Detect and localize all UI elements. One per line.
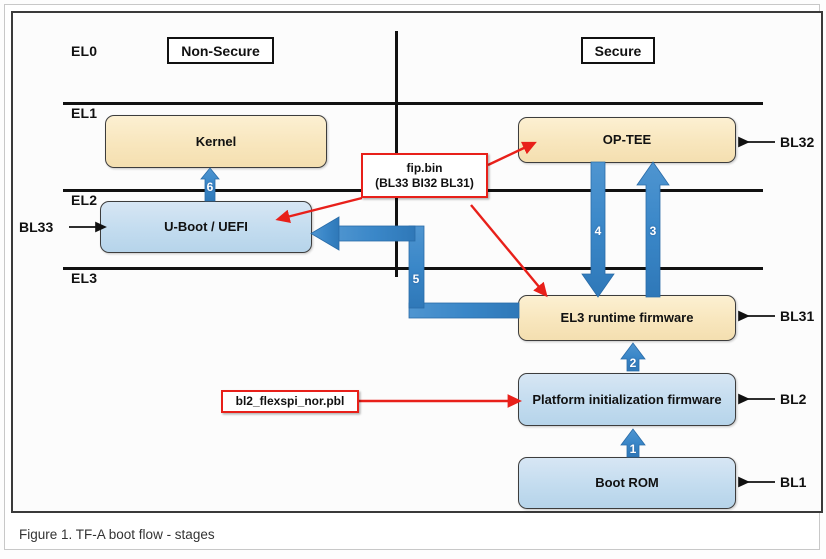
step-number-6: 6: [206, 180, 214, 194]
callout-fip-line2: (BL33 BI32 BL31): [375, 175, 474, 190]
el1-divider-line: [63, 102, 763, 105]
figure-frame: EL0 EL1 EL2 EL3 Non-Secure Secure Kernel…: [4, 4, 823, 550]
world-box-non-secure: Non-Secure: [167, 37, 274, 64]
bl-label-bl32: BL32: [780, 134, 815, 150]
bl-label-bl1: BL1: [780, 474, 807, 490]
figure-caption: Figure 1. TF-A boot flow - stages: [19, 527, 215, 542]
bl-label-bl2: BL2: [780, 391, 807, 407]
callout-bl2-pbl-text: bl2_flexspi_nor.pbl: [235, 394, 345, 408]
el-label-el3: EL3: [71, 270, 98, 286]
component-box-uboot-uefi[interactable]: U-Boot / UEFI: [100, 201, 312, 253]
diagram-frame: [11, 11, 823, 513]
step-number-5: 5: [412, 272, 420, 286]
el-label-el0: EL0: [71, 43, 98, 59]
callout-fip-line1: fip.bin: [406, 160, 443, 175]
component-box-el3-runtime-firmware[interactable]: EL3 runtime firmware: [518, 295, 736, 341]
el-label-el1: EL1: [71, 105, 98, 121]
callout-bl2-flexspi-nor-pbl[interactable]: bl2_flexspi_nor.pbl: [221, 390, 359, 413]
step-number-4: 4: [594, 224, 602, 238]
component-box-kernel[interactable]: Kernel: [105, 115, 327, 168]
component-box-platform-initialization-firmware[interactable]: Platform initialization firmware: [518, 373, 736, 426]
callout-fip-bin[interactable]: fip.bin (BL33 BI32 BL31): [361, 153, 488, 198]
world-box-secure: Secure: [581, 37, 655, 64]
component-box-optee[interactable]: OP-TEE: [518, 117, 736, 163]
step-number-3: 3: [649, 224, 657, 238]
step-number-1: 1: [629, 442, 637, 456]
component-box-boot-rom[interactable]: Boot ROM: [518, 457, 736, 509]
el3-divider-line: [63, 267, 763, 270]
bl-label-bl33: BL33: [19, 219, 54, 235]
bl-label-bl31: BL31: [780, 308, 815, 324]
el-label-el2: EL2: [71, 192, 98, 208]
step-number-2: 2: [629, 356, 637, 370]
